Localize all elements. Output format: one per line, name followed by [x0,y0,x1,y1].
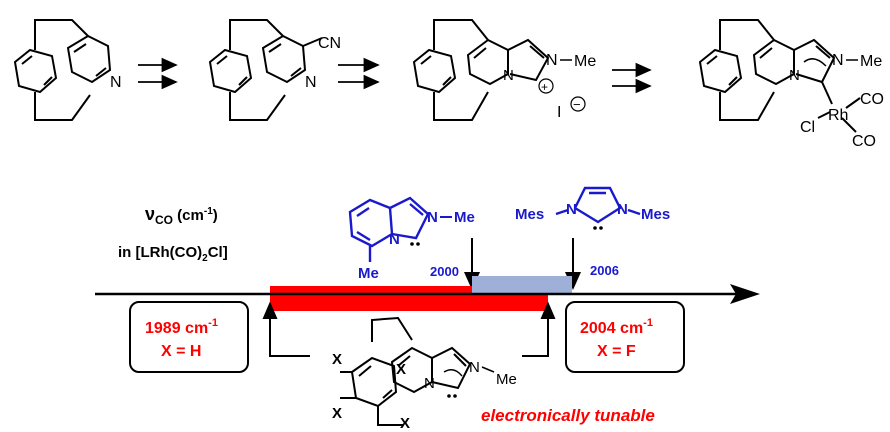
result-box-h [129,301,249,373]
substituent-x-2: X [332,405,342,422]
rh-ring-n-label: N [789,67,800,84]
pyridine-n-label-2: N [305,74,317,91]
result-h-value: 1989 cm-1 [145,317,218,337]
cyclophane-rh-complex [698,19,861,133]
cyclophane-cyanopyridine [208,19,323,121]
result-f-value: 2004 cm-1 [580,317,653,337]
reaction-arrows-3 [612,62,652,94]
axis-arrowhead-icon [730,284,760,304]
bottom-methyl: Me [496,371,517,388]
bottom-imidazole-n: N [469,359,480,376]
ligand-2-n-left: N [566,201,577,218]
reaction-arrows-1 [138,57,178,90]
cyclophane-pyridine [13,19,112,121]
result-f-substituent: X = F [597,343,636,360]
lone-pair-dot [593,226,597,230]
chloride-label: Cl [800,119,815,136]
ligand-1-methyl: Me [454,209,475,226]
lone-pair-dot [453,394,457,398]
imidazopyridylidene-ligand [348,196,430,262]
axis-label-complex: in [LRh(CO)2Cl] [118,244,228,264]
tunable-cyclophane-nhc [340,316,472,426]
ligand-2-mes-left: Mes [515,206,544,223]
imidazolium-n-label: N [546,52,558,69]
rh-imidazole-n-label: N [832,52,844,69]
minus-charge-icon [570,96,586,112]
ligand-2-n-right: N [617,201,628,218]
ligand-1-n-ring: N [389,231,400,248]
cyano-label: CN [318,35,341,52]
tagline-text: electronically tunable [481,406,655,425]
ring-n-label: N [503,67,514,84]
reference-range-bar [472,276,572,293]
ligand-1-methyl-2: Me [358,265,379,282]
pointer-arrows-up [262,301,556,357]
result-h-substituent: X = H [161,343,201,360]
value-label-2000: 2000 [430,264,459,279]
methyl-label-1: Me [574,53,596,70]
ligand-2-mes-right: Mes [641,206,670,223]
minus-charge-label: − [573,97,581,112]
plus-charge-label: + [541,80,548,94]
imes-ligand [555,186,641,224]
pyridine-n-label: N [110,74,122,91]
substituent-x-1: X [332,351,342,368]
cyclophane-imidazopyridinium [412,19,550,121]
reaction-arrows-2 [338,57,380,90]
lone-pair-dot [416,242,420,246]
carbonyl-label-1: CO [860,91,884,108]
plus-charge-icon [538,78,554,94]
iodide-label: I [557,104,561,121]
value-label-2006: 2006 [590,263,619,278]
rhodium-label: Rh [828,107,848,124]
lone-pair-dot [447,394,451,398]
carbonyl-label-2: CO [852,133,876,150]
substituent-x-4: X [400,415,410,432]
ligand-1-n-methyl: N [427,209,438,226]
methyl-label-2: Me [860,53,882,70]
lone-pair-dot [599,226,603,230]
substituent-x-3: X [396,361,406,378]
result-box-f [565,301,685,373]
bottom-ring-n: N [424,375,435,392]
lone-pair-dot [410,242,414,246]
axis-label-nu: νCO (cm-1) [145,204,218,227]
